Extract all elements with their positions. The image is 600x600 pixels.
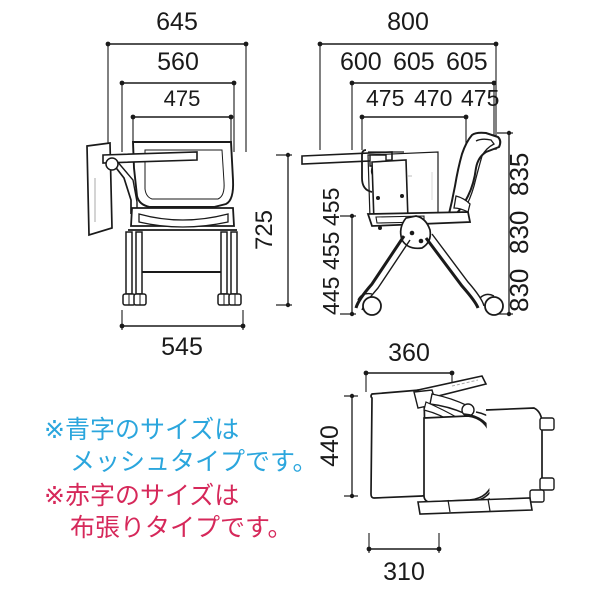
front-casters	[122, 293, 242, 306]
side-depth-mid-dim: 600 605 605	[340, 48, 497, 150]
front-height-label: 725	[251, 210, 278, 250]
front-backrest-inner	[144, 149, 225, 200]
side-depth-mid-blue-label: 605	[393, 48, 435, 76]
side-depth-inner-blue-label: 470	[414, 85, 452, 111]
side-total-height-red-label: 835	[504, 153, 534, 196]
side-folding-hub	[399, 215, 432, 250]
side-panel-bolt-c	[378, 226, 382, 230]
note-mesh-line2: メッシュタイプです。	[70, 447, 318, 476]
side-view-group: 800 600 605 605 475 470	[301, 8, 534, 317]
side-depth-inner-red-label: 475	[461, 85, 499, 111]
notes-group: ※青字のサイズは メッシュタイプです。 ※赤字のサイズは 布張りタイプです。	[44, 415, 318, 542]
folded-view-group: 360	[316, 339, 555, 586]
front-tablet-arm	[102, 151, 198, 164]
folded-caster-top	[539, 417, 555, 431]
side-panel-bolt-b	[400, 194, 404, 198]
front-width-mid-label: 560	[157, 48, 199, 76]
side-backrest-shell-inner	[463, 138, 495, 211]
side-caster-rear-yoke	[479, 293, 495, 299]
side-front-leg	[354, 235, 406, 309]
side-rear-leg	[424, 237, 480, 309]
side-depth-mid-black-label: 600	[340, 48, 382, 76]
side-caster-rear	[484, 296, 504, 316]
front-arm-linkage-a	[109, 159, 132, 214]
side-seat-height-red-label: 455	[318, 188, 344, 226]
folded-base-width-label: 310	[383, 558, 425, 586]
side-depth-outer-label: 800	[387, 8, 429, 36]
front-width-outer-dim: 645	[105, 8, 249, 152]
side-seat-height-dim: 445 455 455	[318, 188, 356, 317]
side-caster-front	[362, 296, 382, 316]
side-depth-inner-dim: 475 470 475	[359, 85, 499, 150]
side-rear-leg-edge	[431, 233, 485, 307]
front-width-inner-dim: 475	[130, 86, 234, 152]
folded-tablet-arm-detail	[451, 379, 479, 387]
front-height-dim: 725	[251, 152, 292, 308]
note-fabric-line2: 布張りタイプです。	[70, 513, 293, 542]
front-arm-pivot	[105, 157, 119, 171]
folded-width-label: 360	[388, 339, 430, 367]
side-arm-curve	[361, 149, 373, 193]
side-total-height-dim: 830 830 835	[497, 130, 534, 317]
folded-height-dim: 440	[316, 393, 358, 499]
side-depth-mid-red-label: 605	[446, 48, 488, 76]
folded-base-width-dim: 310	[366, 533, 442, 586]
front-base-width-dim: 545	[119, 310, 246, 361]
folded-base-rail	[417, 497, 533, 515]
side-total-height-blue-label: 830	[504, 211, 534, 254]
note-mesh-line1: ※青字のサイズは	[44, 415, 239, 444]
folded-caster-bottom	[539, 477, 555, 491]
folded-width-dim: 360	[363, 339, 455, 392]
front-seat-cushion	[138, 213, 229, 228]
note-fabric-line1: ※赤字のサイズは	[44, 481, 239, 510]
folded-body-front	[423, 415, 495, 503]
front-width-inner-label: 475	[164, 86, 201, 111]
folded-height-label: 440	[316, 425, 344, 467]
folded-base-rail-div-a	[447, 499, 451, 513]
side-depth-outer-dim: 800	[317, 8, 499, 150]
front-width-mid-dim: 560	[119, 48, 237, 152]
front-width-outer-label: 645	[156, 8, 198, 36]
side-hub-bolt-a	[409, 230, 415, 236]
side-hub-bolt-b	[418, 238, 424, 244]
side-panel-bolt-a	[376, 196, 380, 200]
side-total-height-black-label: 830	[504, 269, 534, 312]
front-view-group: 645 560 475	[86, 8, 292, 361]
folded-base-rail-div-b	[487, 498, 491, 512]
side-caster-front-yoke	[357, 292, 373, 301]
side-depth-inner-black-label: 475	[366, 85, 404, 111]
folded-caster-bottom-b	[529, 489, 545, 503]
side-seat-height-blue-label: 455	[318, 232, 344, 270]
side-seat-height-black-label: 445	[318, 277, 344, 315]
side-backrest-shell	[446, 131, 502, 220]
front-base-width-label: 545	[161, 333, 203, 361]
